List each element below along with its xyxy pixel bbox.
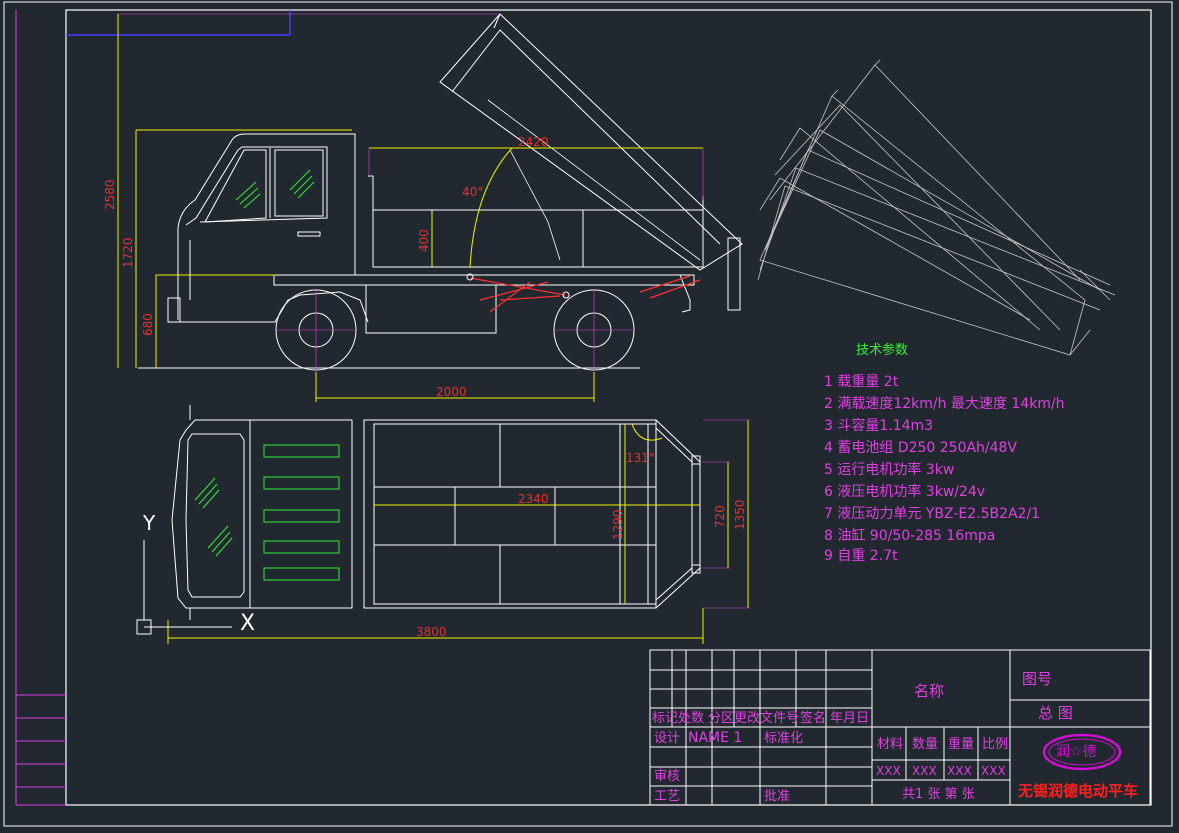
title-block — [649, 649, 1151, 806]
tb-designer-name: NAME 1 — [688, 730, 742, 746]
tb-weight-label: 重量 — [948, 736, 974, 752]
side-view — [138, 13, 743, 371]
spec-item-5: 5 运行电机功率 3kw — [824, 461, 954, 478]
dim-height-cab: 1720 — [121, 237, 135, 268]
tb-sheet-count: 共1 张 第 张 — [902, 787, 975, 802]
tb-name-label: 名称 — [914, 682, 944, 700]
tb-standardize-label: 标准化 — [764, 731, 803, 746]
tb-approve-label: 批准 — [764, 789, 790, 804]
extension-lines — [118, 13, 750, 609]
window-hatch — [194, 169, 315, 557]
dim-tilt-angle: 40° — [462, 185, 483, 199]
spec-item-9: 9 自重 2.7t — [824, 548, 898, 564]
sheet-border — [3, 1, 1173, 827]
dimension-texts: 2580 1720 680 2420 40° 400 2000 131° 234… — [103, 135, 747, 639]
tb-quantity-value: XXX — [912, 764, 937, 778]
spec-item-2: 2 满载速度12km/h 最大速度 14km/h — [824, 396, 1065, 412]
dim-wheelbase: 2000 — [436, 385, 467, 399]
tb-label-count: 处数 — [678, 711, 704, 726]
dim-total-length: 3800 — [416, 625, 447, 639]
spec-item-7: 7 液压动力单元 YBZ-E2.5B2A2/1 — [824, 506, 1040, 522]
ucs-axis-icon — [136, 540, 232, 635]
spec-item-3: 3 斗容量1.14m3 — [824, 417, 933, 434]
dim-height-frame: 680 — [141, 313, 155, 336]
tb-label-date: 年月日 — [830, 711, 869, 726]
tb-quantity-label: 数量 — [912, 737, 938, 752]
tb-label-change-doc: 更改文件号 — [734, 711, 799, 726]
tech-specs: 技术参数 1 载重量 2t 2 满载速度12km/h 最大速度 14km/h 3… — [824, 342, 1065, 564]
company-logo: 润☆德 — [1042, 733, 1122, 771]
spec-item-8: 8 油缸 90/50-285 16mpa — [824, 527, 995, 544]
spec-item-6: 6 液压电机功率 3kw/24v — [824, 483, 985, 500]
tb-material-value: XXX — [876, 764, 901, 778]
dim-box-inner: 2340 — [518, 492, 549, 506]
tb-label-zone: 分区 — [708, 711, 734, 726]
dim-tail-angle: 131° — [626, 451, 655, 465]
dim-box-length: 2420 — [518, 135, 549, 149]
tb-label-mark: 标记 — [652, 711, 678, 726]
spec-item-4: 4 蓄电池组 D250 250Ah/48V — [824, 440, 1017, 456]
dim-height-total: 2580 — [103, 179, 117, 210]
tb-material-label: 材料 — [877, 737, 903, 752]
axis-y-label: Y — [142, 511, 156, 535]
tb-scale-label: 比例 — [982, 737, 1008, 752]
tb-drawing-title: 总 图 — [1038, 704, 1073, 722]
tb-design-label: 设计 — [654, 731, 680, 746]
tb-scale-value: XXX — [981, 764, 1006, 778]
logo-text: 润☆德 — [1056, 744, 1097, 760]
tb-process-label: 工艺 — [654, 789, 680, 804]
top-view — [171, 405, 701, 620]
tb-drawing-no-label: 图号 — [1022, 670, 1052, 688]
spec-item-1: 1 载重量 2t — [824, 374, 899, 390]
dim-box-height: 400 — [417, 229, 431, 252]
specs-title: 技术参数 — [856, 342, 908, 358]
tilt-fan — [757, 59, 1116, 356]
tb-weight-value: XXX — [947, 764, 972, 778]
dim-width-720: 720 — [713, 505, 727, 528]
tb-company-name: 无锡润德电动平车 — [1017, 782, 1138, 800]
tb-label-signature: 签名 — [800, 710, 826, 726]
tb-review-label: 审核 — [654, 769, 680, 784]
dimension-lines — [117, 14, 749, 644]
axis-x-label: X — [240, 611, 255, 636]
title-block-texts: 标记 处数 分区 更改文件号 签名 年月日 设计 NAME 1 标准化 审核 工… — [652, 670, 1138, 804]
dim-width-1290: 1290 — [611, 509, 625, 540]
dim-width-1350: 1350 — [733, 499, 747, 530]
